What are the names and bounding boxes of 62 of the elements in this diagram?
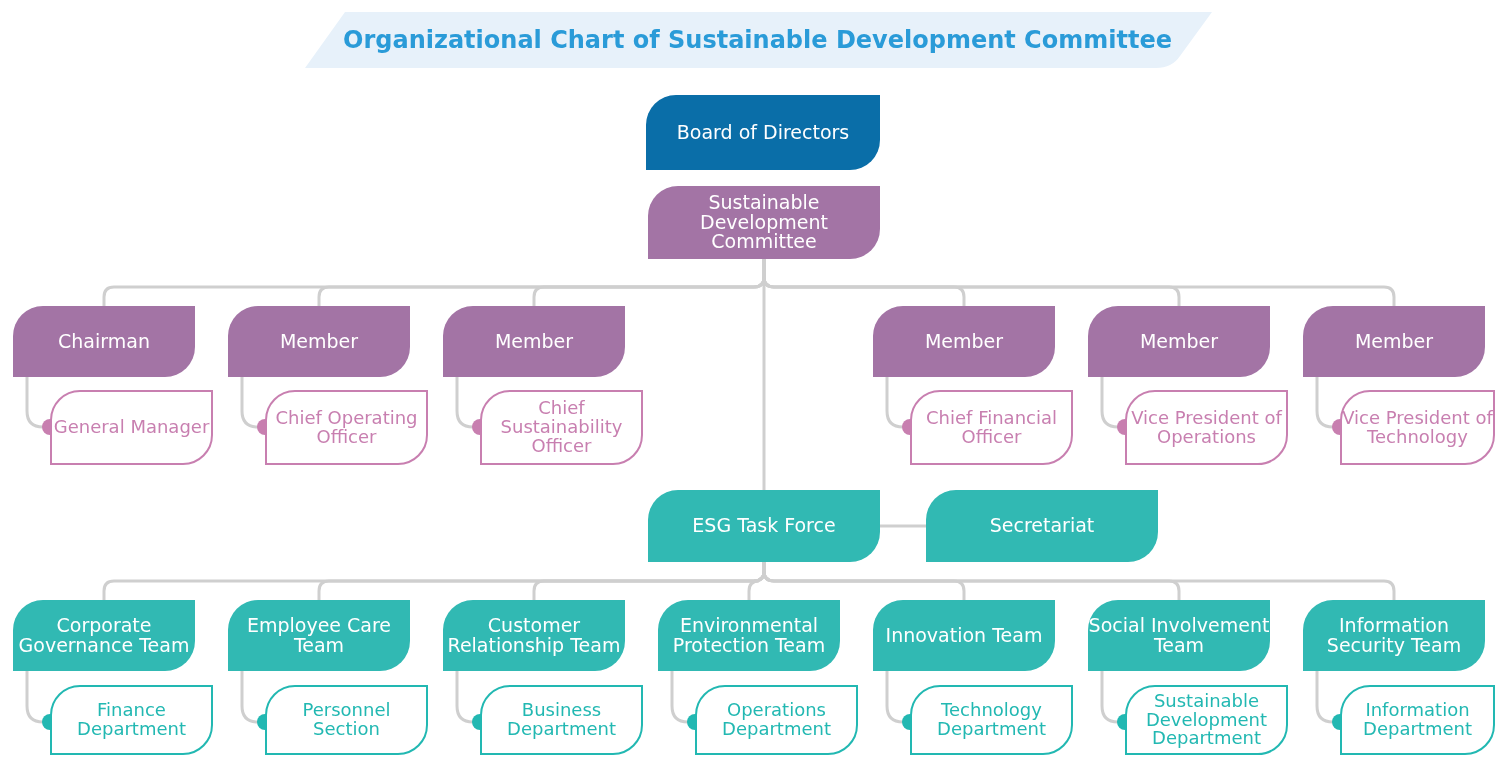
role-box — [13, 306, 195, 377]
box-label: Technology Department — [936, 701, 1047, 739]
position-box — [480, 685, 643, 755]
box-label: Chairman — [58, 331, 150, 352]
role-box — [648, 490, 880, 562]
box-label: Sustainable Development Committee — [699, 192, 829, 253]
position-box — [480, 390, 643, 465]
position-box — [1125, 685, 1288, 755]
position-box — [1340, 685, 1495, 755]
position-box — [1125, 390, 1288, 465]
box-label: Vice President of Technology — [1342, 408, 1493, 447]
box-label: Information Department — [1362, 701, 1473, 739]
role-box — [228, 306, 410, 377]
box-label: Corporate Governance Team — [17, 615, 191, 656]
position-box — [1340, 390, 1495, 465]
role-box — [1303, 600, 1485, 671]
role-box — [13, 600, 195, 671]
position-box — [50, 390, 213, 465]
box-label: Customer Relationship Team — [446, 615, 622, 656]
role-box — [926, 490, 1158, 562]
box-label: Secretariat — [989, 516, 1095, 536]
box-label: Board of Directors — [676, 122, 850, 143]
box-label: Member — [279, 331, 359, 352]
connector-line — [880, 524, 926, 528]
box-label: Personnel Section — [301, 701, 392, 739]
role-box — [658, 600, 840, 671]
role-box — [1303, 306, 1485, 377]
box-label: Member — [1354, 331, 1434, 352]
role-box — [646, 95, 880, 170]
position-box — [265, 390, 428, 465]
box-label: Business Department — [506, 701, 617, 739]
box-label: Vice President of Operations — [1130, 408, 1284, 447]
box-label: Innovation Team — [885, 625, 1043, 646]
role-box — [873, 306, 1055, 377]
position-box — [50, 685, 213, 755]
box-label: ESG Task Force — [692, 516, 836, 536]
position-box — [695, 685, 858, 755]
box-label: Chief Sustainability Officer — [499, 399, 624, 456]
box-label: Information Security Team — [1325, 615, 1463, 656]
box-label: Environmental Protection Team — [671, 615, 827, 656]
box-label: Chief Operating Officer — [274, 408, 419, 447]
role-box — [1088, 306, 1270, 377]
box-label: Sustainable Development Department — [1144, 691, 1269, 749]
role-box — [648, 186, 880, 259]
box-label: Employee Care Team — [245, 615, 393, 656]
position-box — [910, 685, 1073, 755]
box-label: Member — [494, 331, 574, 352]
role-box — [443, 600, 625, 671]
box-label: Member — [924, 331, 1004, 352]
box-label: Operations Department — [721, 701, 832, 739]
role-box — [873, 600, 1055, 671]
position-box — [265, 685, 428, 755]
box-label: Member — [1139, 331, 1219, 352]
role-box — [443, 306, 625, 377]
box-label: Finance Department — [76, 701, 187, 739]
chart-title: Organizational Chart of Sustainable Development Committee — [343, 26, 1172, 54]
box-label: Chief Financial Officer — [925, 408, 1058, 447]
position-box — [910, 390, 1073, 465]
role-box — [1088, 600, 1270, 671]
box-label: Social Involvement Team — [1088, 615, 1270, 656]
role-box — [228, 600, 410, 671]
box-label: General Manager — [53, 418, 210, 437]
